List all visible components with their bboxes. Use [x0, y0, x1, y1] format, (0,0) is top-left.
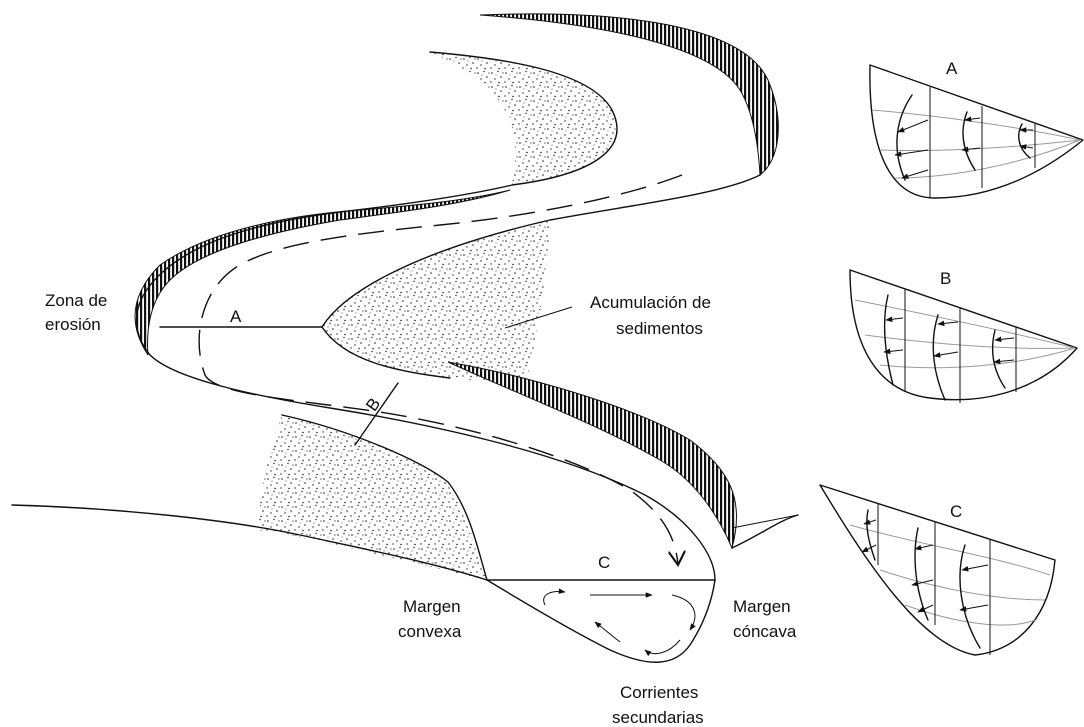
current-arrow-bottom	[645, 640, 680, 654]
section-label-a: A	[230, 307, 242, 326]
erosion-bank-right	[448, 362, 737, 548]
sediment-deposit-lower	[258, 415, 487, 580]
label-margen-concava-2: cóncava	[733, 622, 797, 641]
panel-c-velocity-profile-3	[960, 545, 980, 648]
cross-section-panel-b: B	[850, 269, 1077, 403]
panel-b-arrow-4	[934, 352, 958, 356]
label-margen-convexa-1: Margen	[403, 597, 461, 616]
panel-a-isovel-1	[872, 110, 1080, 140]
label-margen-concava-1: Margen	[733, 597, 791, 616]
panel-b-isovel-3	[880, 348, 1075, 368]
label-acumulacion-2: sedimentos	[616, 319, 703, 338]
current-arrow-right	[672, 595, 695, 630]
label-zona-erosion-2: erosión	[45, 315, 101, 334]
panel-a-arrow-1	[898, 120, 928, 132]
panel-a-label: A	[946, 59, 958, 78]
panel-c-arrow-5	[918, 605, 933, 612]
panel-b-velocity-profile-1	[885, 295, 893, 385]
panel-c-arrow-1	[864, 520, 876, 524]
current-arrow-return	[544, 592, 565, 605]
cross-section-panel-a: A	[870, 59, 1083, 198]
meander-plan-view: A B C Zona de erosión Acumulación de sed…	[12, 14, 798, 727]
lower-concave-bank	[732, 515, 798, 548]
panel-c-arrow-6	[962, 565, 988, 570]
cross-section-panel-c: C	[820, 485, 1055, 655]
current-arrow-left	[595, 622, 620, 642]
panel-c-arrow-3	[915, 545, 933, 549]
panel-b-label: B	[940, 269, 951, 288]
leader-concava	[732, 515, 798, 528]
section-label-c: C	[598, 553, 610, 572]
panel-a-velocity-profile-1	[897, 95, 912, 180]
panel-c-label: C	[950, 502, 962, 521]
panel-b-arrow-1	[886, 318, 903, 320]
panel-a-isovel-3	[895, 140, 1080, 178]
panel-b-arrow-3	[938, 322, 958, 324]
label-acumulacion-1: Acumulación de	[590, 293, 711, 312]
panel-c-isovel-1	[850, 525, 1050, 575]
panel-a-arrow-4	[965, 118, 980, 120]
panel-b-velocity-profile-2	[933, 315, 945, 400]
panel-b-arrow-6	[994, 360, 1014, 362]
label-margen-convexa-2: convexa	[398, 622, 462, 641]
label-corrientes-1: Corrientes	[620, 683, 698, 702]
panel-c-outline	[820, 485, 1055, 655]
section-label-b: B	[362, 394, 384, 414]
panel-b-arrow-5	[995, 338, 1014, 340]
panel-b-isovel-1	[855, 300, 1075, 348]
panel-c-arrow-2	[862, 545, 876, 552]
label-zona-erosion-1: Zona de	[45, 291, 107, 310]
panel-a-isovel-2	[880, 140, 1080, 151]
panel-c-isovel-2	[880, 570, 1045, 600]
panel-b-outline	[850, 270, 1077, 400]
secondary-currents	[544, 592, 695, 654]
panel-c-velocity-profile-1	[867, 510, 875, 560]
label-corrientes-2: secundarias	[612, 708, 704, 727]
section-c-profile	[487, 580, 715, 662]
